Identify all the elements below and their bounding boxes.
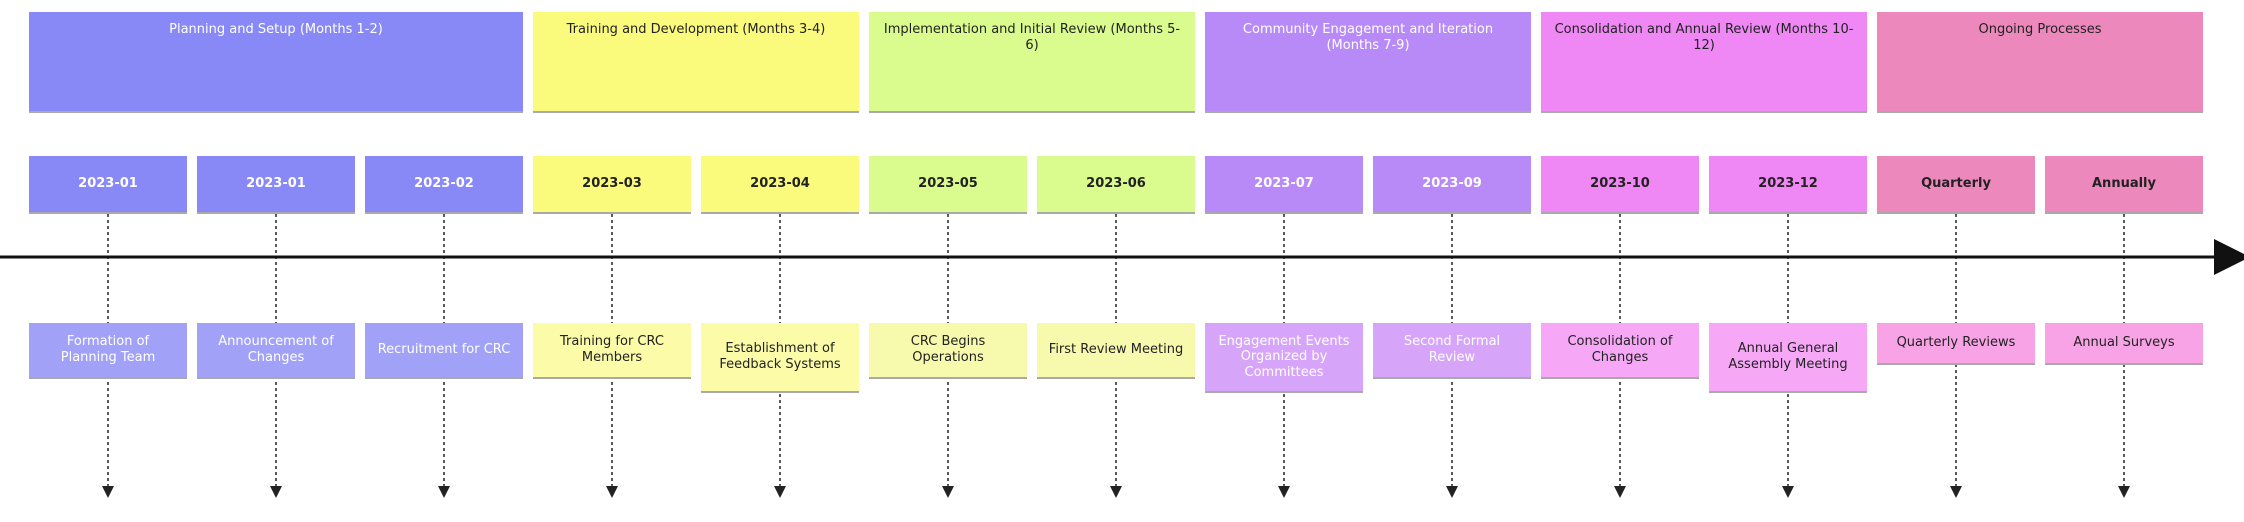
- event-box-label: Establishment of Feedback Systems: [719, 341, 841, 372]
- section-header-5-label: Consolidation and Annual Review (Months …: [1554, 22, 1854, 53]
- period-box: 2023-01: [29, 156, 187, 214]
- event-box: Engagement Events Organized by Committee…: [1205, 323, 1363, 393]
- section-header-3-label: Implementation and Initial Review (Month…: [883, 22, 1181, 53]
- period-box: Quarterly: [1877, 156, 2035, 214]
- period-box-label: Quarterly: [1921, 176, 1991, 192]
- event-box-label: Annual Surveys: [2073, 335, 2175, 351]
- period-box: 2023-04: [701, 156, 859, 214]
- section-header-3: Implementation and Initial Review (Month…: [869, 12, 1195, 113]
- period-box-label: 2023-06: [1086, 176, 1146, 192]
- section-header-4: Community Engagement and Iteration (Mont…: [1205, 12, 1531, 113]
- period-box-label: 2023-01: [78, 176, 138, 192]
- event-box: Formation of Planning Team: [29, 323, 187, 379]
- period-box: 2023-06: [1037, 156, 1195, 214]
- section-header-1: Planning and Setup (Months 1-2): [29, 12, 523, 113]
- event-box-label: Training for CRC Members: [560, 334, 664, 365]
- period-box: 2023-05: [869, 156, 1027, 214]
- period-box: 2023-10: [1541, 156, 1699, 214]
- section-header-2-label: Training and Development (Months 3-4): [566, 22, 826, 37]
- section-header-2: Training and Development (Months 3-4): [533, 12, 859, 113]
- event-box: Quarterly Reviews: [1877, 323, 2035, 365]
- event-box: Second Formal Review: [1373, 323, 1531, 379]
- event-box-label: Formation of Planning Team: [60, 334, 156, 365]
- event-box: Announcement of Changes: [197, 323, 355, 379]
- event-box-label: Second Formal Review: [1403, 334, 1501, 365]
- section-header-5: Consolidation and Annual Review (Months …: [1541, 12, 1867, 113]
- period-box-label: 2023-12: [1758, 176, 1818, 192]
- period-box: Annually: [2045, 156, 2203, 214]
- period-box: 2023-02: [365, 156, 523, 214]
- event-box: Training for CRC Members: [533, 323, 691, 379]
- event-box-label: Consolidation of Changes: [1567, 334, 1673, 365]
- section-header-6: Ongoing Processes: [1877, 12, 2203, 113]
- period-box-label: 2023-02: [414, 176, 474, 192]
- event-box: Consolidation of Changes: [1541, 323, 1699, 379]
- event-box-label: Announcement of Changes: [218, 334, 334, 365]
- event-box-label: Annual General Assembly Meeting: [1728, 341, 1848, 372]
- period-box: 2023-09: [1373, 156, 1531, 214]
- period-box-label: 2023-01: [246, 176, 306, 192]
- section-header-6-label: Ongoing Processes: [1978, 22, 2102, 37]
- section-header-1-label: Planning and Setup (Months 1-2): [169, 22, 383, 37]
- period-box-label: 2023-09: [1422, 176, 1482, 192]
- period-box: 2023-12: [1709, 156, 1867, 214]
- period-box-label: 2023-03: [582, 176, 642, 192]
- event-box: Establishment of Feedback Systems: [701, 323, 859, 393]
- event-box: Recruitment for CRC: [365, 323, 523, 379]
- period-box: 2023-01: [197, 156, 355, 214]
- event-box-label: First Review Meeting: [1048, 342, 1184, 358]
- period-box: 2023-07: [1205, 156, 1363, 214]
- event-box-label: Recruitment for CRC: [377, 342, 511, 358]
- event-box: Annual Surveys: [2045, 323, 2203, 365]
- section-header-4-label: Community Engagement and Iteration (Mont…: [1242, 22, 1494, 53]
- period-box-label: Annually: [2092, 176, 2156, 192]
- event-box: CRC Begins Operations: [869, 323, 1027, 379]
- event-box-label: CRC Begins Operations: [910, 334, 986, 365]
- event-box: Annual General Assembly Meeting: [1709, 323, 1867, 393]
- period-box-label: 2023-07: [1254, 176, 1314, 192]
- event-box: First Review Meeting: [1037, 323, 1195, 379]
- event-box-label: Engagement Events Organized by Committee…: [1218, 333, 1350, 380]
- period-box-label: 2023-04: [750, 176, 810, 192]
- period-box: 2023-03: [533, 156, 691, 214]
- period-box-label: 2023-05: [918, 176, 978, 192]
- period-box-label: 2023-10: [1590, 176, 1650, 192]
- event-box-label: Quarterly Reviews: [1896, 335, 2016, 351]
